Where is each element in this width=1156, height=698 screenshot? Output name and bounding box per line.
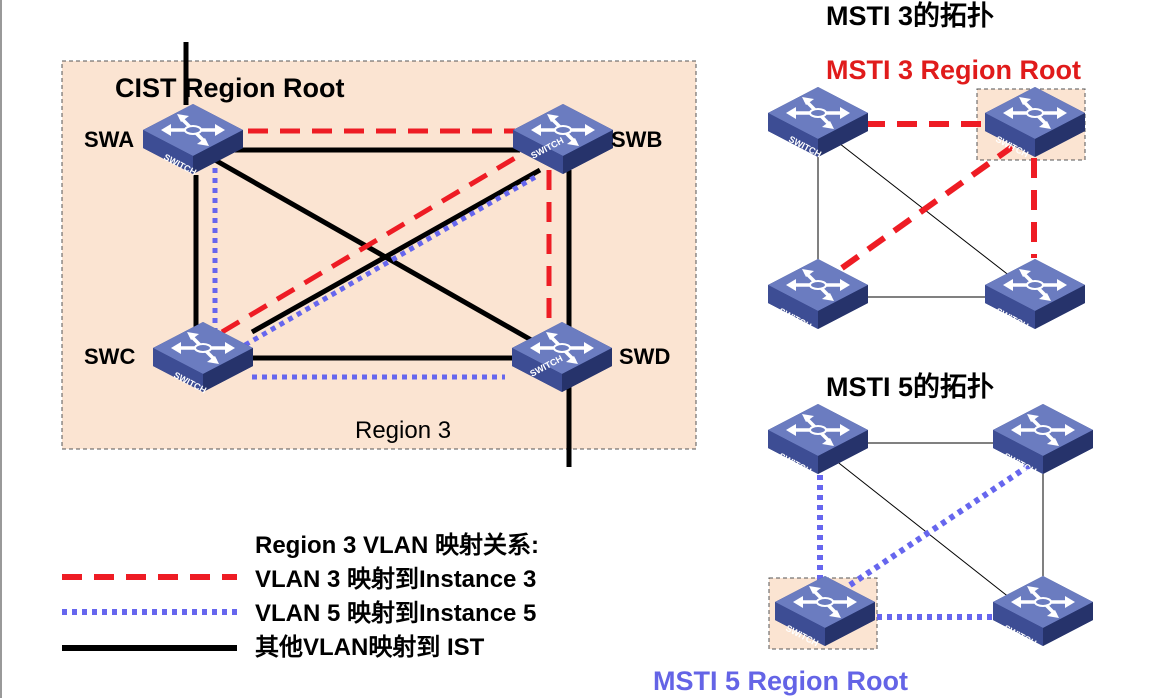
legend-vlan5-label: VLAN 5 映射到Instance 5 [255,600,536,627]
msti5-switch-icon [766,402,870,476]
swa-label: SWA [84,127,134,152]
ist-links [193,147,572,361]
region-3-label: Region 3 [355,417,451,444]
msti3-title: MSTI 3的拓扑 [826,0,994,31]
legend-vlan3-label: VLAN 3 映射到Instance 3 [255,566,536,593]
vlan3-links [220,128,552,335]
msti5-active-links [817,462,1032,620]
msti5-switch-icon [991,574,1095,648]
msti3-switch-icon [766,85,870,159]
legend-ist-label: 其他VLAN映射到 IST [255,634,485,661]
swd-label: SWD [619,344,670,369]
vlan5-links [212,168,539,380]
msti3-root-label: MSTI 3 Region Root [826,55,1081,85]
swc-label: SWC [84,344,135,369]
msti3-switch-icon [983,257,1087,331]
msti5-switch-icon [991,402,1095,476]
msti3-active-links [840,121,1037,271]
msti3-switch-icon [766,257,870,331]
msti5-title: MSTI 5的拓扑 [826,371,994,402]
legend-title: Region 3 VLAN 映射关系: [255,532,539,559]
msti5-blocked-links [834,442,1044,599]
legend: Region 3 VLAN 映射关系: VLAN 3 映射到Instance 3… [62,532,539,661]
msti5-root-label: MSTI 5 Region Root [653,666,908,696]
swb-label: SWB [611,127,662,152]
cist-region-root-label: CIST Region Root [115,73,344,103]
